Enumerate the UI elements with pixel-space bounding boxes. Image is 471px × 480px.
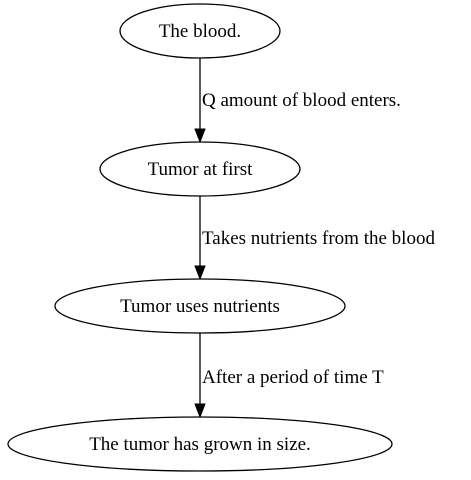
node-tumor-uses-nutrients: Tumor uses nutrients	[54, 278, 346, 334]
node-tumor-uses-nutrients-label: Tumor uses nutrients	[120, 296, 280, 317]
node-tumor-at-first-label: Tumor at first	[148, 159, 254, 180]
node-tumor-grown-shape	[7, 416, 393, 472]
node-the-blood-label: The blood.	[159, 21, 241, 42]
edge-nutrients-to-grown-label: After a period of time T	[202, 367, 384, 388]
edge-blood-to-tumor: Q amount of blood enters.	[194, 58, 401, 144]
edge-blood-to-tumor-arrowhead	[194, 128, 206, 144]
node-tumor-grown: The tumor has grown in size.	[7, 416, 393, 472]
node-tumor-at-first: Tumor at first	[99, 141, 301, 197]
node-tumor-grown-label: The tumor has grown in size.	[89, 434, 311, 455]
edge-tumor-to-nutrients-arrowhead	[194, 265, 206, 281]
node-the-blood: The blood.	[119, 3, 281, 59]
edge-nutrients-to-grown: After a period of time T	[194, 333, 384, 419]
edge-nutrients-to-grown-arrowhead	[194, 403, 206, 419]
edge-blood-to-tumor-label: Q amount of blood enters.	[202, 90, 401, 111]
edge-tumor-to-nutrients-label: Takes nutrients from the blood	[202, 228, 435, 249]
edge-tumor-to-nutrients: Takes nutrients from the blood	[194, 196, 435, 281]
